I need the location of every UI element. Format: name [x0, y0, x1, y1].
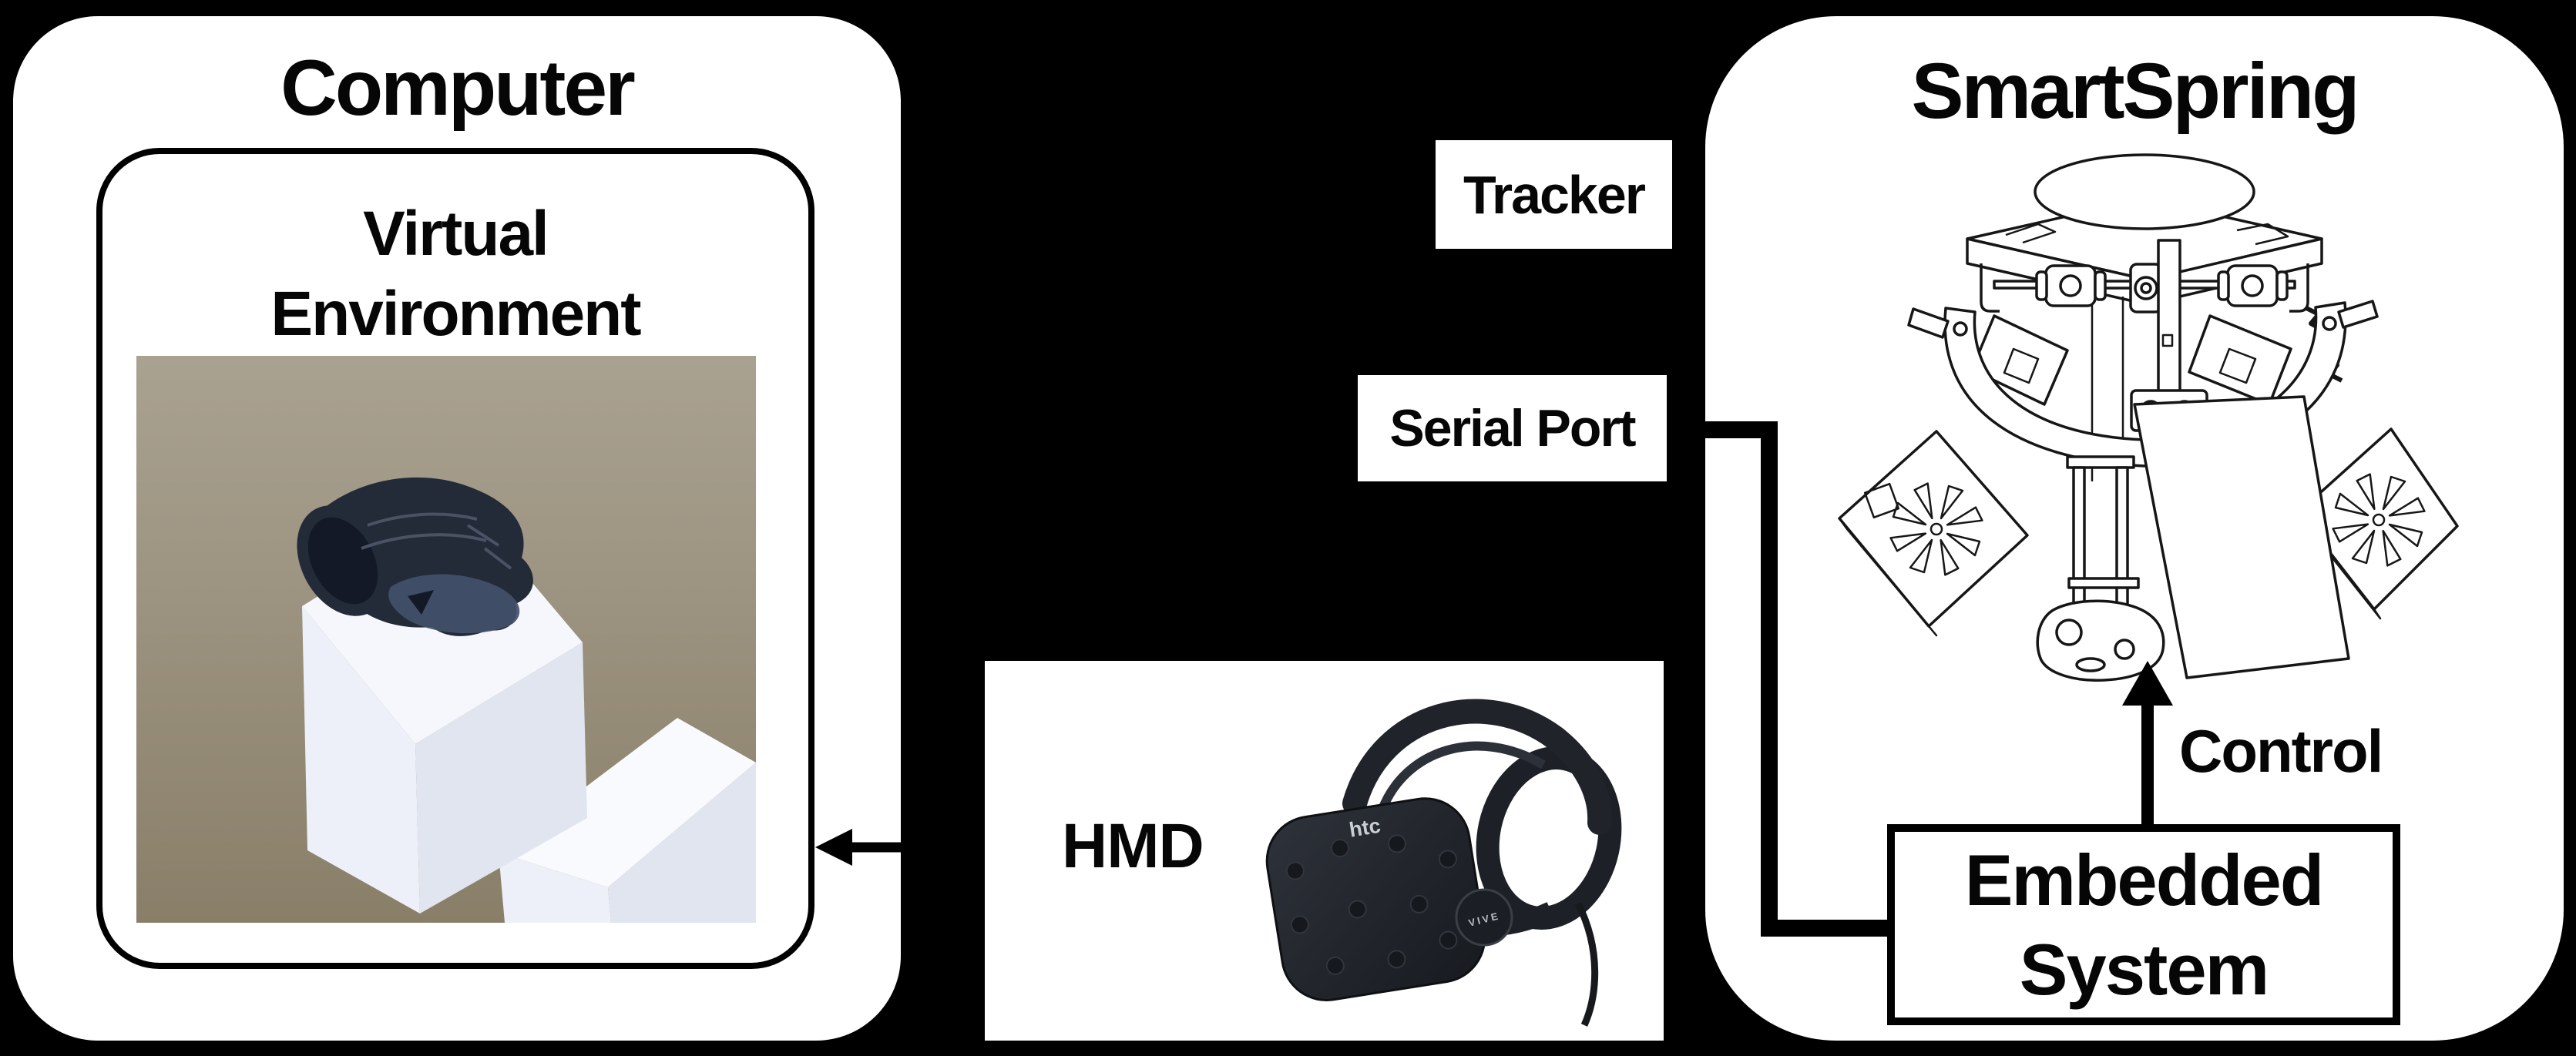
device-tracker-base: [2036, 599, 2165, 682]
computer-box: Computer Virtual Environment: [13, 16, 901, 1041]
device-front-panel: [2133, 395, 2350, 679]
hmd-label: HMD: [1062, 811, 1204, 881]
device-top-ellipse: [2034, 153, 2255, 230]
smartspring-title: SmartSpring: [1911, 47, 2359, 135]
scene-glove-image: [297, 477, 533, 636]
device-column: [2066, 455, 2140, 627]
cube2-right-face: [608, 763, 756, 923]
virtual-scene-image: [136, 356, 756, 923]
headset-cable: [1574, 901, 1599, 1027]
vive-headset-image: htc VIVE: [1265, 699, 1622, 1027]
virtual-environment-title-line2: Environment: [270, 279, 641, 349]
cube1-right-face: [415, 642, 587, 914]
vive-side-disc: [1455, 888, 1513, 947]
embedded-system-line1: Embedded: [1964, 839, 2325, 920]
pinwheel-cutout-left-icon: [1889, 482, 1983, 576]
glove-mesh-panel: [388, 574, 520, 634]
embedded-system-line2: System: [2019, 928, 2269, 1010]
device-central-post: [2157, 239, 2181, 415]
device-plate-left: [1838, 430, 2029, 637]
cube2-top-face: [499, 718, 756, 887]
device-axle-assembly: [1993, 263, 2296, 313]
tracker-label-box: Tracker: [1436, 140, 1672, 249]
smartspring-box: SmartSpring: [1705, 16, 2564, 1041]
virtual-environment-box: Virtual Environment: [96, 148, 814, 969]
virtual-environment-title-line1: Virtual: [363, 199, 549, 269]
tracker-label: Tracker: [1463, 164, 1646, 225]
smartspring-device-drawing: [1838, 153, 2459, 682]
headset-front-face: htc: [1265, 797, 1486, 1001]
computer-title: Computer: [280, 44, 636, 132]
control-label: Control: [2179, 717, 2383, 785]
cube2-left-face: [499, 853, 611, 923]
headset-top-strap: [1342, 699, 1613, 835]
headset-top-strap-inner: [1377, 741, 1547, 813]
virtual-environment-title: Virtual Environment: [102, 154, 808, 354]
glove-seams: [361, 512, 512, 570]
glove-logo-triangle: [408, 590, 434, 615]
glove-cuff-opening: [307, 517, 378, 605]
pinwheel-cutout-right-icon: [2332, 473, 2426, 567]
headset-sensor-dimples: [1285, 834, 1458, 975]
embedded-system-box: Embedded System: [1887, 824, 2400, 1025]
serial-port-label-box: Serial Port: [1358, 375, 1667, 481]
cube1-left-face: [302, 606, 420, 914]
htc-logo: htc: [1348, 814, 1382, 842]
scene-cube-right: [499, 718, 756, 923]
serial-port-label: Serial Port: [1389, 399, 1636, 458]
hmd-box: HMD: [985, 661, 1664, 1041]
